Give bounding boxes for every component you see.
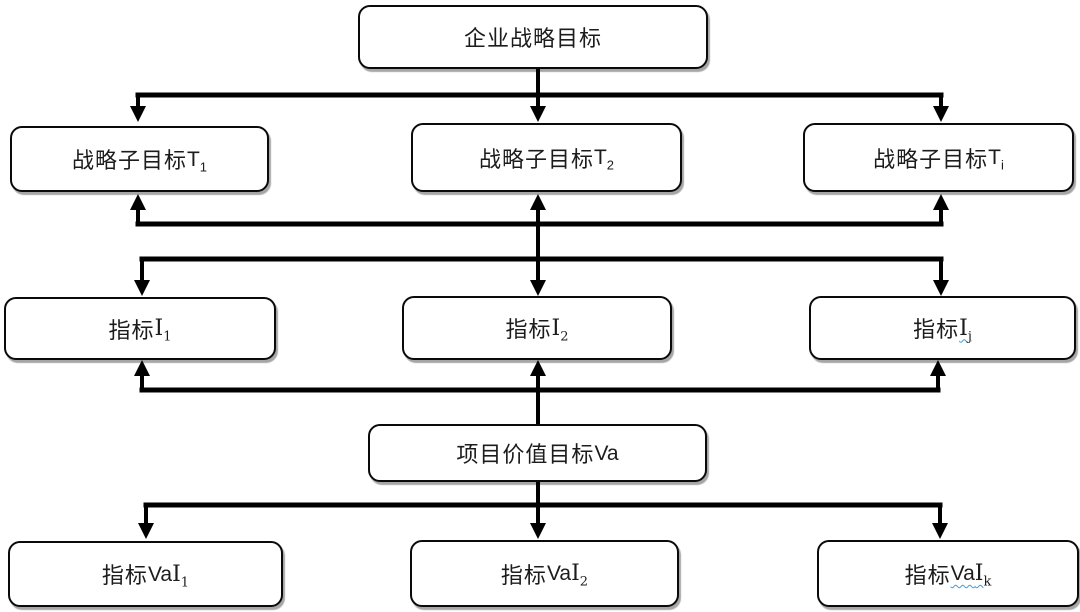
box-label-latin: VaI2 bbox=[546, 561, 589, 590]
subscript: k bbox=[983, 574, 992, 590]
subscript: j bbox=[967, 328, 972, 344]
subscript: i bbox=[1000, 157, 1004, 173]
subscript: 1 bbox=[163, 329, 172, 345]
connector-subgoals-to-indicators bbox=[134, 256, 949, 296]
box-label: 战略子目标 bbox=[71, 149, 187, 174]
connector-indicators-to-subgoals bbox=[130, 194, 949, 285]
subscript: 1 bbox=[180, 574, 190, 590]
connector-value-goal-to-value-indicators bbox=[138, 481, 948, 539]
box-indicator-vaik: 指标 VaIk bbox=[817, 540, 1079, 607]
connector-root-to-subgoals bbox=[130, 68, 949, 122]
box-label-latin: Ti bbox=[988, 146, 1004, 173]
box-indicator-i2: 指标 I2 bbox=[402, 296, 672, 360]
subscript: 1 bbox=[199, 158, 208, 174]
box-label-latin: VaIk bbox=[950, 561, 992, 590]
box-label: 指标 bbox=[904, 563, 951, 589]
box-label-latin: Va bbox=[594, 441, 619, 465]
box-project-value-goal-va: 项目价值目标 Va bbox=[368, 424, 707, 482]
box-label-latin: Ij bbox=[959, 315, 972, 344]
subscript: 2 bbox=[579, 574, 589, 590]
box-strategy-subgoal-ti: 战略子目标 Ti bbox=[803, 123, 1074, 192]
box-label-latin: T2 bbox=[593, 146, 615, 173]
box-label-latin: T1 bbox=[186, 147, 208, 174]
subscript: 2 bbox=[560, 328, 569, 344]
box-label: 指标 bbox=[108, 318, 155, 344]
box-label-latin: I1 bbox=[154, 316, 172, 345]
box-label-latin: VaI1 bbox=[147, 561, 190, 590]
box-label: 指标 bbox=[101, 564, 148, 589]
box-label: 企业战略目标 bbox=[463, 27, 602, 52]
box-indicator-ij: 指标 Ij bbox=[809, 296, 1076, 360]
box-label: 战略子目标 bbox=[478, 147, 594, 173]
box-label: 战略子目标 bbox=[873, 147, 989, 173]
box-label: 指标 bbox=[505, 318, 552, 343]
box-indicator-vai1: 指标 VaI1 bbox=[8, 541, 283, 607]
connector-value-goal-to-indicators bbox=[134, 360, 946, 426]
box-label: 指标 bbox=[500, 563, 547, 589]
box-indicator-i1: 指标 I1 bbox=[4, 297, 276, 360]
box-strategy-subgoal-t1: 战略子目标 T1 bbox=[10, 126, 269, 192]
box-label: 指标 bbox=[913, 318, 960, 343]
box-label-latin: I2 bbox=[551, 315, 569, 344]
box-label: 项目价值目标 bbox=[456, 443, 595, 468]
box-enterprise-strategy-goal: 企业战略目标 bbox=[358, 5, 708, 69]
box-indicator-vai2: 指标 VaI2 bbox=[410, 540, 679, 607]
subscript: 2 bbox=[606, 157, 615, 173]
box-strategy-subgoal-t2: 战略子目标 T2 bbox=[411, 123, 682, 192]
